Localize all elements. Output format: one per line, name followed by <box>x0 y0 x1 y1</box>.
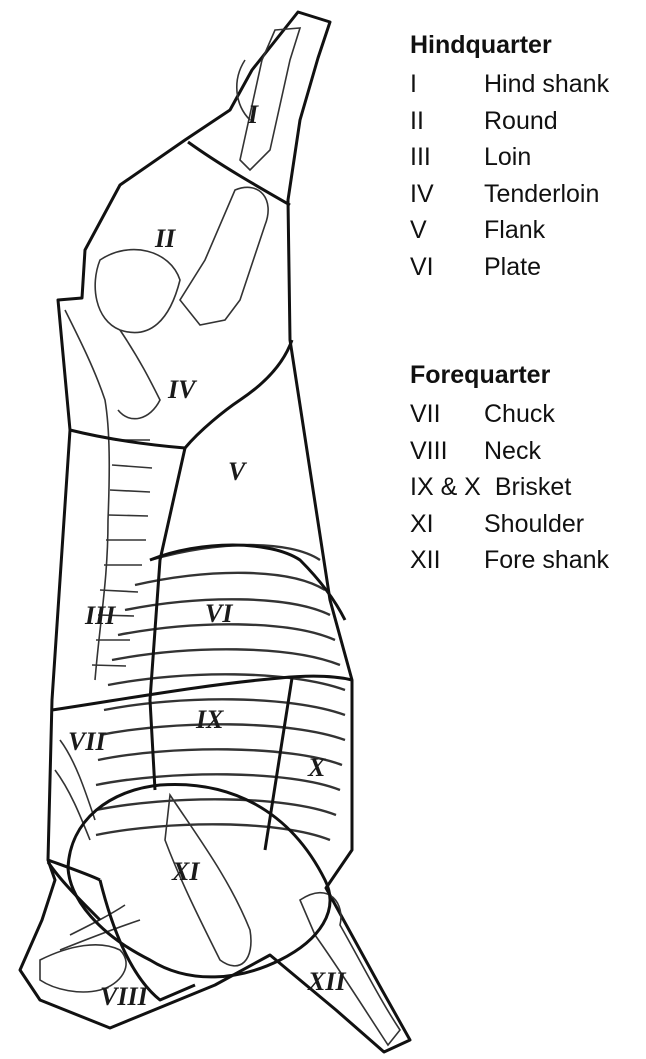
cut-label-iv: IV <box>167 375 198 404</box>
legend-cut-name: Brisket <box>495 473 571 501</box>
legend-numeral: II <box>410 103 484 140</box>
cut-label-xi: XI <box>171 857 200 886</box>
cut-label-v: V <box>228 457 248 486</box>
carcass-outline <box>20 12 410 1052</box>
legend-cut-name: Loin <box>484 143 531 171</box>
forequarter-title: Forequarter <box>410 360 609 390</box>
legend-numeral: I <box>410 66 484 103</box>
legend-numeral: IX & X <box>410 469 481 506</box>
legend-numeral: VI <box>410 249 484 286</box>
legend-numeral: XII <box>410 542 484 579</box>
legend-cut-name: Plate <box>484 253 541 281</box>
legend-numeral: VII <box>410 396 484 433</box>
legend-numeral: IV <box>410 176 484 213</box>
legend-cut-name: Flank <box>484 216 545 244</box>
legend-cut-name: Hind shank <box>484 70 609 98</box>
cut-label-viii: VIII <box>100 982 149 1011</box>
skeleton-sketch <box>40 28 400 1045</box>
cut-label-xii: XII <box>307 967 346 996</box>
cut-label-iii: III <box>84 601 116 630</box>
legend-cut-name: Round <box>484 107 558 135</box>
legend-cut-name: Fore shank <box>484 546 609 574</box>
cut-label-i: I <box>247 100 259 129</box>
legend-cut-name: Chuck <box>484 400 555 428</box>
legend-numeral: XI <box>410 506 484 543</box>
legend-numeral: III <box>410 139 484 176</box>
legend-item: IX & X Brisket <box>410 469 609 506</box>
legend-cut-name: Neck <box>484 437 541 465</box>
cut-label-ii: II <box>154 224 176 253</box>
legend-cut-name: Tenderloin <box>484 180 599 208</box>
cut-label-ix: IX <box>195 705 224 734</box>
cut-labels: I II III IV V VI VII VIII IX X XI XII <box>68 100 346 1011</box>
legend-cut-name: Shoulder <box>484 510 584 538</box>
legend-numeral: VIII <box>410 433 484 470</box>
hindquarter-title: Hindquarter <box>410 30 609 60</box>
cut-label-x: X <box>307 753 326 782</box>
cut-label-vii: VII <box>68 727 106 756</box>
legend-numeral: V <box>410 212 484 249</box>
region-boundaries <box>48 142 352 1000</box>
cut-label-vi: VI <box>205 599 233 628</box>
